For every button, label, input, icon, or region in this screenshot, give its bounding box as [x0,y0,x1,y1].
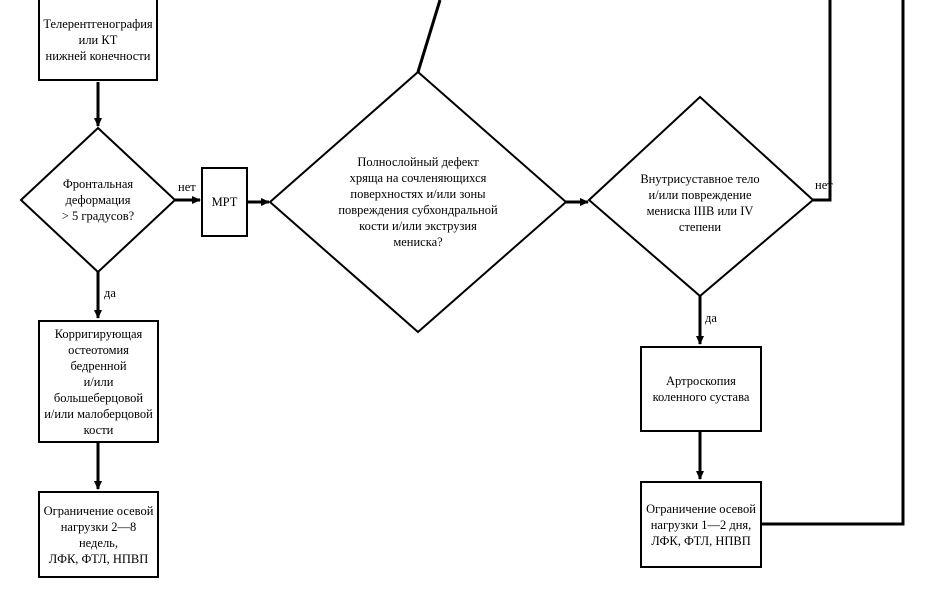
frontal-deformity-label-wrap: Фронтальная деформация > 5 градусов? [38,165,158,235]
mri-text: МРТ [211,195,238,209]
full-thickness-defect-diamond [268,70,568,334]
edge-label-yes-frontal: да [104,286,116,300]
edge-label-no-intraarticular: нет [815,178,833,192]
axial-load-left-box: Ограничение осевой нагрузки 2—8 недель, … [38,491,159,578]
frontal-deformity-text: Фронтальная деформация > 5 градусов? [61,177,135,223]
full-thickness-defect-label-wrap: Полнослойный дефект хряща на сочленяющих… [318,140,518,264]
corrective-osteotomy-box: Корригирующая остеотомия бедренной и/или… [38,320,159,443]
connector-no-intraarticular [813,0,832,202]
mri-box: МРТ [201,167,248,237]
teleroentgenography-text: Телерентгенография или КТ нижней конечно… [43,16,153,63]
teleroentgenography-box: Телерентгенография или КТ нижней конечно… [38,0,158,81]
axial-load-right-box: Ограничение осевой нагрузки 1—2 дня, ЛФК… [640,481,762,568]
intraarticular-body-text: Внутрисуставное тело и/или повреждение м… [640,172,760,234]
connector-load-right-return [762,0,905,526]
axial-load-right-text: Ограничение осевой нагрузки 1—2 дня, ЛФК… [646,501,756,548]
full-thickness-defect-text: Полнослойный дефект хряща на сочленяющих… [338,155,498,249]
arthroscopy-text: Артроскопия коленного сустава [652,374,750,404]
axial-load-left-text: Ограничение осевой нагрузки 2—8 недель, … [43,503,154,566]
arthroscopy-box: Артроскопия коленного сустава [640,346,762,432]
intraarticular-body-label-wrap: Внутрисуставное тело и/или повреждение м… [630,160,770,246]
edge-label-no-frontal: нет [178,180,196,194]
connector-defect-top [416,0,442,73]
corrective-osteotomy-text: Корригирующая остеотомия бедренной и/или… [44,326,153,437]
edge-label-yes-intraarticular: да [705,311,717,325]
